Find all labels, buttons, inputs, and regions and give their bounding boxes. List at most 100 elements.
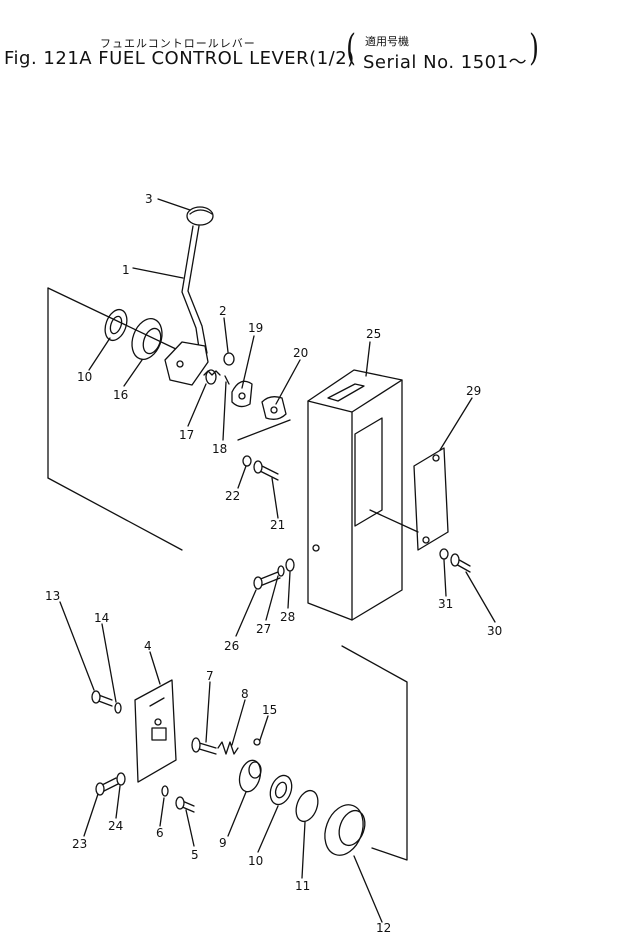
- housing-window: [354, 417, 383, 527]
- spring-part-17-body: [205, 369, 217, 385]
- callout-19: 19: [248, 321, 263, 335]
- callout-3: 3: [145, 192, 153, 206]
- leader-10-lower: [257, 805, 279, 853]
- callout-10-lower: 10: [248, 854, 263, 868]
- washer-part-10-upper: [104, 308, 128, 342]
- washer-part-10-upper-hole: [109, 315, 123, 335]
- callout-16: 16: [113, 388, 128, 402]
- lever-plate: [164, 341, 209, 386]
- washer-part-22: [242, 455, 252, 467]
- callout-21: 21: [270, 518, 285, 532]
- leader-4: [149, 651, 161, 685]
- callout-9: 9: [219, 836, 227, 850]
- callout-7: 7: [206, 669, 214, 683]
- japanese-title: フュエルコントロールレバー: [100, 37, 256, 50]
- washer-part-10-lower: [269, 774, 293, 806]
- washer-part-28: [285, 558, 295, 572]
- leader-2: [223, 317, 229, 353]
- leader-23: [83, 793, 99, 837]
- leader-30: [465, 571, 496, 623]
- cover-part-29: [413, 447, 449, 551]
- callout-5: 5: [191, 848, 199, 862]
- cam-hole: [238, 392, 246, 400]
- group-bracket-right: [341, 645, 408, 861]
- group-bracket-mid: [237, 419, 291, 441]
- callout-8: 8: [241, 687, 249, 701]
- pin-part-18: [224, 375, 230, 385]
- callout-31: 31: [438, 597, 453, 611]
- callout-10-upper: 10: [77, 370, 92, 384]
- callout-11: 11: [295, 879, 310, 893]
- paren-open: (: [346, 28, 356, 69]
- callout-17: 17: [179, 428, 194, 442]
- leader-9: [227, 791, 247, 837]
- paren-close: ): [529, 28, 539, 69]
- callout-24: 24: [108, 819, 123, 833]
- leader-17: [187, 383, 207, 427]
- bushing-part-16-inner: [142, 327, 162, 355]
- leader-6: [159, 797, 165, 827]
- spring-part-8: [217, 741, 239, 755]
- bushing-part-12: [324, 804, 364, 856]
- leader-15: [259, 715, 269, 741]
- callout-23: 23: [72, 837, 87, 851]
- leader-5: [185, 809, 195, 847]
- bolt-part-26-head: [253, 576, 263, 590]
- callout-numbers: 3 1 2 19 20 10 16 17 18 22 21 25 29 31 3…: [45, 192, 502, 934]
- leader-14: [101, 623, 117, 703]
- leader-29: [439, 397, 473, 451]
- nut-part-2: [223, 352, 235, 366]
- bracket-hole: [154, 718, 162, 726]
- leader-13: [59, 601, 95, 691]
- callout-20: 20: [293, 346, 308, 360]
- leader-8: [231, 699, 246, 746]
- leader-1: [132, 267, 184, 279]
- applicable-serial-label: 適用号機: [365, 35, 409, 48]
- bolt-part-30-head: [450, 553, 460, 567]
- leader-20: [275, 359, 301, 405]
- leader-12: [353, 855, 383, 923]
- leader-25: [365, 341, 371, 377]
- leader-10-upper: [88, 337, 111, 371]
- callout-6: 6: [156, 826, 164, 840]
- callout-2: 2: [219, 304, 227, 318]
- washer-part-31: [439, 548, 449, 560]
- callout-13: 13: [45, 589, 60, 603]
- callout-22: 22: [225, 489, 240, 503]
- callout-30: 30: [487, 624, 502, 638]
- stopper-part-20: [261, 396, 287, 420]
- callout-26: 26: [224, 639, 239, 653]
- washer-part-14: [114, 702, 122, 714]
- housing-slot: [327, 383, 365, 402]
- bolt-part-21-head: [253, 460, 263, 474]
- bracket-boss: [151, 727, 167, 741]
- oring-part-11: [295, 789, 319, 823]
- cover-hole-top: [432, 454, 440, 462]
- pin-part-15: [253, 738, 261, 746]
- lever-part-1-a: [181, 225, 201, 356]
- washer-part-10-lower-hole: [274, 781, 288, 799]
- bracket-slot: [149, 697, 165, 707]
- callout-4: 4: [144, 639, 152, 653]
- callout-28: 28: [280, 610, 295, 624]
- callout-25: 25: [366, 327, 381, 341]
- callout-27: 27: [256, 622, 271, 636]
- callout-1: 1: [122, 263, 130, 277]
- leader-16: [123, 359, 143, 387]
- washer-part-24: [116, 772, 126, 786]
- cam-part-19: [231, 380, 253, 408]
- bolt-part-7-head: [191, 737, 201, 753]
- washer-part-27: [277, 565, 285, 577]
- lever-part-1-b: [187, 225, 208, 354]
- serial-number: Serial No. 1501～: [363, 52, 528, 73]
- bolt-part-13-head: [91, 690, 101, 704]
- cover-hole-bottom: [422, 536, 430, 544]
- leader-21: [271, 477, 279, 519]
- bushing-part-12-inner: [338, 809, 366, 847]
- callout-15: 15: [262, 703, 277, 717]
- callout-18: 18: [212, 442, 227, 456]
- leader-26: [235, 589, 257, 637]
- leader-3: [157, 198, 191, 211]
